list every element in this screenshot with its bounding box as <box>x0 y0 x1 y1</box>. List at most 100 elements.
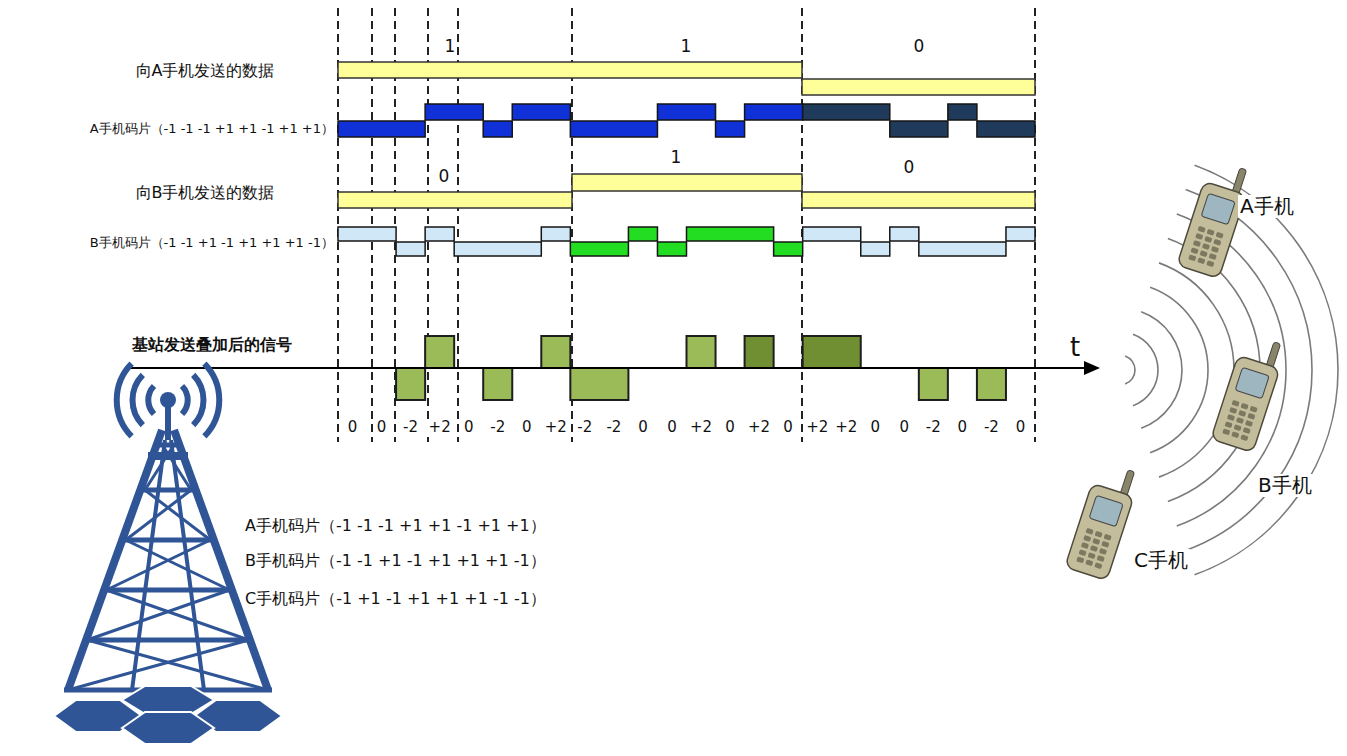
phone-key <box>1081 542 1089 549</box>
phone-key <box>1085 528 1093 535</box>
chip-code: C手机码片（-1 +1 -1 +1 +1 +1 -1 -1） <box>245 590 546 608</box>
a-chip-wave <box>948 104 977 120</box>
phone-key <box>1188 254 1196 261</box>
tower-brace <box>87 640 268 690</box>
phone-key <box>1206 260 1214 267</box>
phone-screen <box>1089 495 1123 526</box>
signal-name: 基站发送叠加后的信号 <box>130 336 294 354</box>
b-chip-wave <box>919 242 1006 256</box>
mobile-phone <box>1177 158 1253 278</box>
b-chip-wave <box>454 242 541 256</box>
chip-sum-value: 0 <box>1014 419 1028 436</box>
sum-signal-pulse <box>745 336 774 368</box>
bit-value: 0 <box>904 158 915 178</box>
a-chip-wave <box>657 104 715 120</box>
phone-body <box>1177 181 1246 278</box>
chip-sum-value: 0 <box>723 419 737 436</box>
bit-value: 0 <box>439 167 450 187</box>
tower-brace <box>126 540 230 590</box>
b-chip-wave <box>396 242 425 256</box>
phone-key <box>1197 257 1205 264</box>
phone-key <box>1231 400 1239 407</box>
phone-key <box>1200 250 1208 257</box>
chip-sum-value: +2 <box>833 419 859 436</box>
b-chip-wave <box>890 227 919 241</box>
phone-key <box>1241 403 1249 410</box>
radio-wave <box>1141 312 1182 429</box>
chip-sum-value: -2 <box>982 419 1001 436</box>
data-bit-bar <box>802 192 1035 208</box>
chip-sum-value: +2 <box>746 419 772 436</box>
tower-brace <box>106 540 210 590</box>
chip-sum-value: 0 <box>868 419 882 436</box>
sum-signal-pulse <box>803 336 861 368</box>
radio-wave <box>1125 356 1135 384</box>
chip-code: B手机码片（-1 -1 +1 -1 +1 +1 +1 -1） <box>90 236 334 251</box>
tower-base <box>122 712 214 744</box>
chip-sum-value: -2 <box>401 419 420 436</box>
phone-key <box>1195 233 1203 240</box>
phone-key <box>1094 562 1102 569</box>
bit-value: 1 <box>681 37 692 57</box>
tower-brace <box>158 443 178 448</box>
phone-key <box>1099 548 1107 555</box>
b-chip-wave <box>570 242 628 256</box>
chip-sum-value: 0 <box>520 419 534 436</box>
phone-key <box>1236 417 1244 424</box>
radio-wave <box>1159 263 1234 477</box>
time-divider <box>1034 8 1036 442</box>
signal-wave <box>117 364 132 437</box>
radio-wave <box>1133 334 1158 405</box>
chip-sum-value: +2 <box>688 419 714 436</box>
chip-sum-value: -2 <box>488 419 507 436</box>
a-chip-wave <box>425 104 483 120</box>
phone-key <box>1193 240 1201 247</box>
phone-key <box>1085 559 1093 566</box>
time-axis <box>130 367 1086 369</box>
tower-platform <box>148 452 188 460</box>
signal-wave <box>148 386 154 414</box>
signal-name: 向A手机发送的数据 <box>136 62 275 80</box>
a-chip-wave <box>512 104 570 120</box>
tower-brace <box>122 538 215 543</box>
chip-sum-value: 0 <box>375 419 389 436</box>
phone-key <box>1076 556 1084 563</box>
bit-value: 1 <box>671 148 682 168</box>
chip-sum-value: 0 <box>781 419 795 436</box>
axis-label: t <box>1070 333 1080 363</box>
tower-brace <box>87 590 229 640</box>
sum-signal-pulse <box>483 368 512 400</box>
phone-key <box>1083 535 1091 542</box>
a-chip-wave <box>803 104 890 120</box>
phone-key <box>1079 549 1087 556</box>
chip-sum-value: 0 <box>956 419 970 436</box>
bit-value: 0 <box>914 37 925 57</box>
tower-brace <box>68 640 249 690</box>
tower-brace <box>126 490 191 540</box>
chip-code: A手机码片（-1 -1 -1 +1 +1 -1 +1 +1） <box>245 517 546 535</box>
b-chip-wave <box>541 227 570 241</box>
data-bit-bar <box>338 192 572 208</box>
phone-label: C手机 <box>1132 549 1190 572</box>
a-chip-wave <box>716 121 745 137</box>
phone-body <box>1065 483 1134 580</box>
chip-sum-value: 0 <box>636 419 650 436</box>
phone-key <box>1231 431 1239 438</box>
phone-key <box>1209 253 1217 260</box>
chip-sum-value: -2 <box>575 419 594 436</box>
b-chip-wave <box>774 242 803 256</box>
phone-key <box>1097 555 1105 562</box>
sum-signal-pulse <box>425 336 454 368</box>
tower-base <box>122 686 214 714</box>
phone-key <box>1204 236 1212 243</box>
a-chip-wave <box>977 121 1035 137</box>
chip-sum-value: 0 <box>665 419 679 436</box>
phone-screen <box>1201 193 1235 224</box>
sum-signal-pulse <box>977 368 1006 400</box>
phone-key <box>1250 406 1258 413</box>
phone-key <box>1243 427 1251 434</box>
antenna-tip <box>160 392 176 408</box>
phone-key <box>1240 434 1248 441</box>
